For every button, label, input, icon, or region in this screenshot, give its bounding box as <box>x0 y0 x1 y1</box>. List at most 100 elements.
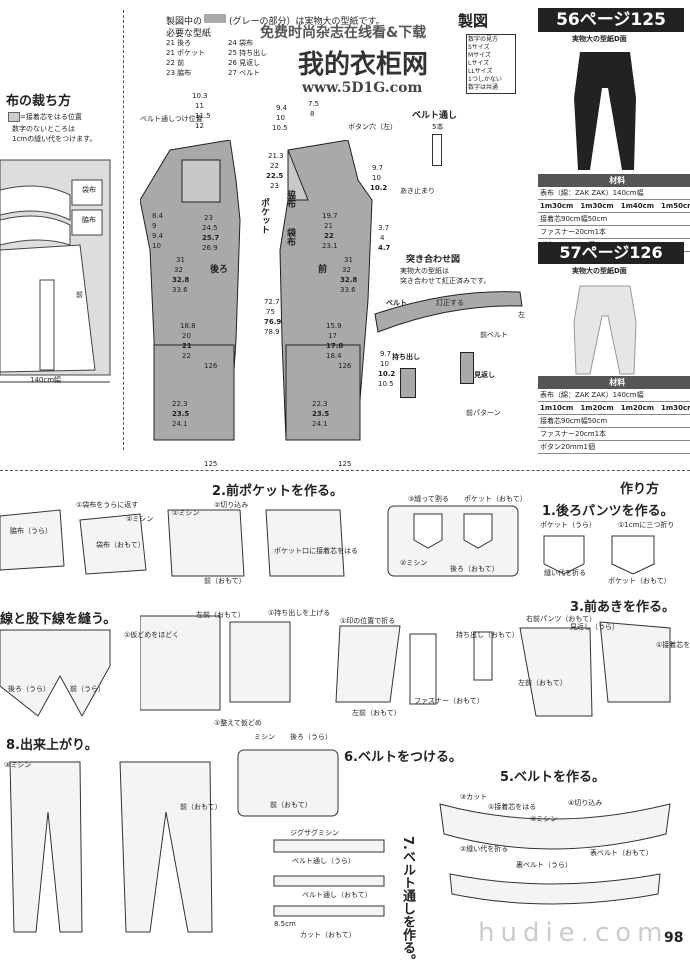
seizu-title: 製図 <box>458 12 489 30</box>
gray-swatch <box>204 14 226 23</box>
s2-label-3: 袋布（おもて） <box>96 541 145 549</box>
s3-label-0: 右前パンツ（おもて） <box>526 615 597 623</box>
mochidashi-rect <box>400 368 416 398</box>
piece-25-mochidashi: 25 持ち出し <box>228 49 268 57</box>
back-num-245: 24.5 <box>202 224 218 232</box>
fabric-width: 140cm幅 <box>30 376 62 384</box>
back-num-188: 18.8 <box>180 322 196 330</box>
s8-label-4: 前（おもて） <box>180 803 222 811</box>
s7-label-5: カット（おもて） <box>300 931 356 939</box>
front-num-178: 17.8 <box>326 342 344 350</box>
s2-label-10: 前（おもて） <box>204 577 246 585</box>
step6-title: 6.ベルトをつける。 <box>344 750 462 765</box>
back-num-11: 11 <box>195 102 204 110</box>
s3-label-9: 持ち出し（おもて） <box>456 631 519 639</box>
back-num-269: 26.9 <box>202 244 218 252</box>
size-note-6: 数字は共通 <box>468 84 499 91</box>
front-num-213: 21.3 <box>268 152 284 160</box>
s1-label-7: 後ろ（おもて） <box>450 565 499 573</box>
front-num-47: 4.7 <box>378 244 391 252</box>
front-num-241: 24.1 <box>312 420 328 428</box>
front-num-223: 22.3 <box>312 400 328 408</box>
assembly-title: 突き合わせ図 <box>406 255 461 265</box>
front-num-37: 3.7 <box>378 224 390 232</box>
front-num-22: 22 <box>270 162 279 170</box>
size-note-0: 数字の見方 <box>468 36 499 43</box>
bag-label: 袋布 <box>285 228 295 246</box>
p56-header: 56ページ125 <box>538 8 684 32</box>
s3-label-5: 左前（おもて） <box>518 679 567 687</box>
step2-title: 2.前ポケットを作る。 <box>212 484 343 499</box>
assembly-note1: 実物大の型紙は <box>400 267 449 275</box>
pocket-label: ポケット <box>259 198 269 234</box>
divider-horizontal <box>0 470 690 471</box>
step8-illustration <box>9 761 213 933</box>
cutting-note2: 1cmの縫い代をつけます。 <box>12 135 97 143</box>
mochi-102: 10.2 <box>378 370 396 378</box>
belt-loop-rect <box>432 134 442 166</box>
back-num-328: 32.8 <box>172 276 190 284</box>
back-num-84: 8.4 <box>152 212 164 220</box>
assembly-note2: 突き合わせて紅正済みです。 <box>400 277 491 285</box>
front-num-336: 33.6 <box>340 286 356 294</box>
front-num-8: 8 <box>310 110 315 118</box>
front-num-225: 22.5 <box>266 172 284 180</box>
cutting-title: 布の裁ち方 <box>6 94 72 109</box>
p57-mat-0: 表布（綿：ZAK ZAK）140cm幅 <box>538 389 690 402</box>
watermark-line2: 我的衣柜网 <box>298 50 429 80</box>
back-num-12: 12 <box>195 122 204 130</box>
front-num-75: 7.5 <box>308 100 320 108</box>
belt-label: ベルト <box>386 299 407 307</box>
front-num-159: 15.9 <box>326 322 342 330</box>
p56-mat-3: ファスナー20cm1本 <box>538 225 690 239</box>
back-num-top: 10.3 <box>192 92 208 100</box>
cutting-legend: =接着芯をはる位置 <box>20 113 82 121</box>
s1-label-5: ポケット（おもて） <box>608 577 671 585</box>
front-num-235: 23.5 <box>312 410 330 418</box>
back-num-336: 33.6 <box>172 286 188 294</box>
s6-label-1: 後ろ（うら） <box>290 733 332 741</box>
back-num-727: 72.7 <box>264 298 280 306</box>
back-num-75: 75 <box>266 308 275 316</box>
pattern-back <box>140 140 241 441</box>
s5-label-3: ③ミシン <box>530 815 558 823</box>
s3-label-3: ①接着芯をはる <box>656 641 690 649</box>
s7-label-6: 8.5cm <box>274 920 296 928</box>
back-num-23: 23 <box>204 214 213 222</box>
back-num-20: 20 <box>182 332 191 340</box>
size-note-2: Mサイズ <box>468 52 491 59</box>
step1-illustration <box>387 505 655 577</box>
back-num-126: 126 <box>204 362 218 370</box>
s4-label-4: 前（うら） <box>70 685 105 693</box>
p57-mat-title: 材料 <box>538 376 690 389</box>
front-num-197: 19.7 <box>322 212 338 220</box>
size-note-1: Sサイズ <box>468 44 490 51</box>
step4-illustration <box>0 629 111 718</box>
s3-label-17: ①持ち出しを上げる <box>268 609 331 617</box>
step5-title: 5.ベルトを作る。 <box>500 770 605 785</box>
s3-label-19: 左前（おもて） <box>196 611 245 619</box>
p56-mat-1: 1m30cm 1m30cm 1m40cm 1m50cm <box>538 199 690 213</box>
s5-label-5: 表ベルト（おもて） <box>590 849 653 857</box>
s3-label-13: ファスナー（おもて） <box>414 697 484 705</box>
back-num-21: 21 <box>182 342 192 350</box>
layout-label-mae: 前 <box>76 291 83 299</box>
step7-illustration <box>273 839 385 917</box>
s7-label-0: ジグザグミシン <box>290 829 339 837</box>
button-hole-left: ボタン穴（左） <box>348 123 397 131</box>
back-num-257: 25.7 <box>202 234 220 242</box>
step6-illustration <box>237 749 339 817</box>
p56-mat-2: 接着芯90cm幅50cm <box>538 212 690 226</box>
p57-mat-1: 1m10cm 1m20cm 1m20cm 1m30cm <box>538 401 690 415</box>
back-piece-label: 後ろ <box>210 265 229 275</box>
p56-pants-image <box>574 52 636 170</box>
front-num-17: 17 <box>328 332 337 340</box>
p56-mat-0: 表布（綿：ZAK ZAK）140cm幅 <box>538 187 690 200</box>
p57-pants-image <box>573 285 637 375</box>
back-num-235: 23.5 <box>172 410 190 418</box>
pattern-front <box>279 140 373 441</box>
s3-label-22: ①整えて仮どめ <box>214 719 262 727</box>
front-num-97: 9.7 <box>372 164 384 172</box>
bottom-logo: hudie.com <box>478 918 669 948</box>
step3-illustration <box>140 615 671 717</box>
